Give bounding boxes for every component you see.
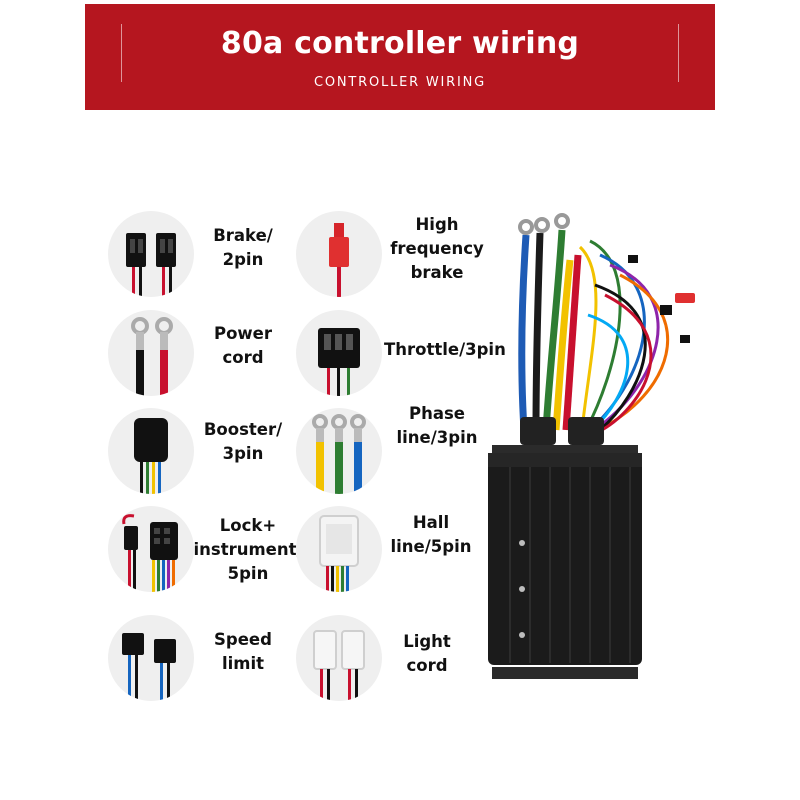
phase-line-connector-label: Phase line/3pin: [396, 404, 478, 447]
power-cord-label: Power cord: [214, 324, 272, 367]
throttle-connector-icon: [296, 310, 382, 396]
high-frequency-brake-connector-icon: [296, 211, 382, 297]
controller-unit-image: [470, 205, 720, 700]
brake-connector-label: Brake/ 2pin: [213, 226, 273, 269]
speed-limit-connector-label: Speed limit: [214, 630, 272, 673]
booster-connector-label: Booster/ 3pin: [203, 420, 283, 463]
throttle-connector-label: Throttle/3pin: [384, 340, 506, 359]
lock-instrument-connector-label: Lock+ instrument/ 5pin: [193, 516, 303, 583]
phase-line-connector-icon: [296, 408, 382, 494]
hall-connector-label: Hall line/5pin: [390, 513, 472, 556]
booster-connector-icon: [108, 408, 194, 494]
speed-limit-connector-icon: [108, 615, 194, 701]
page-subtitle: CONTROLLER WIRING: [313, 75, 487, 90]
header-banner: 80a controller wiring CONTROLLER WIRING: [85, 4, 715, 110]
page-title: 80a controller wiring: [220, 26, 580, 61]
high-frequency-brake-label: High frequency brake: [390, 215, 484, 282]
lock-instrument-connector-icon: [108, 506, 194, 592]
hall-connector-icon: [296, 506, 382, 592]
light-cord-connector-icon: [296, 615, 382, 701]
banner-divider-left: [121, 24, 122, 82]
light-cord-connector-label: Light cord: [403, 632, 451, 675]
banner-divider-right: [678, 24, 679, 82]
power-cord-icon: [108, 310, 194, 396]
brake-connector-icon: [108, 211, 194, 297]
